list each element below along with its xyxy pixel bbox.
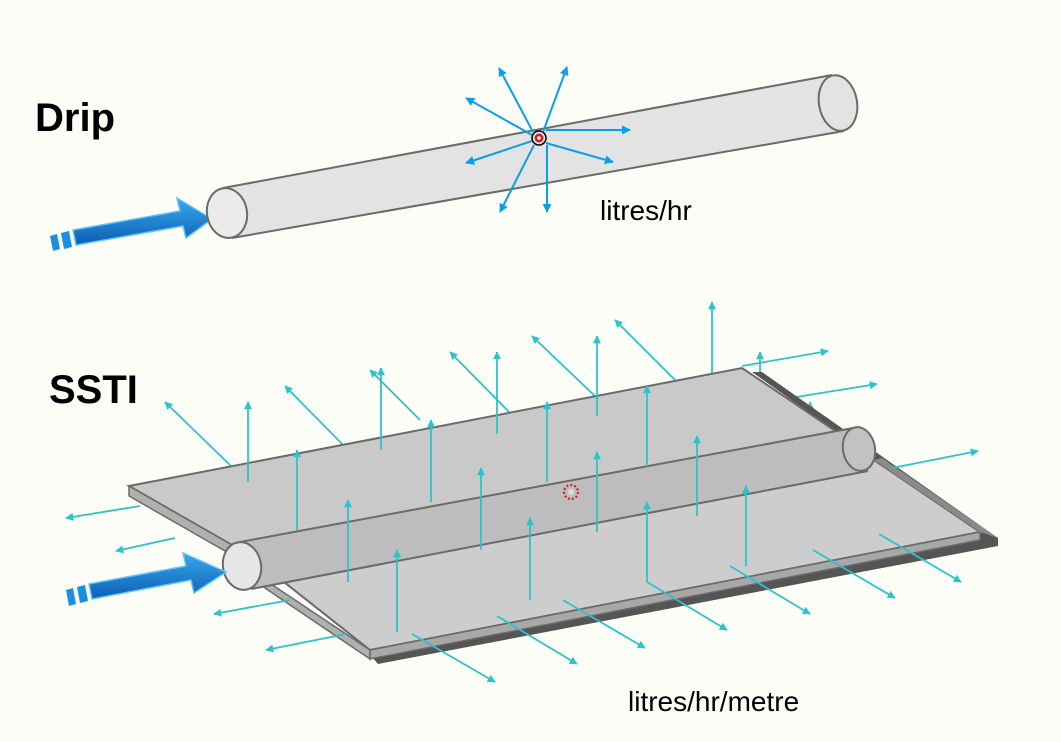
ssti-flow-arrow xyxy=(891,448,979,469)
ssti-flow-arrow xyxy=(789,381,878,399)
drip-flow-arrow xyxy=(499,144,535,213)
drip-flow-arrow xyxy=(465,140,533,165)
drip-flow-arrows xyxy=(465,66,631,213)
drip-flow-arrow xyxy=(542,66,569,133)
drip-flow-arrow xyxy=(545,142,614,165)
drip-section xyxy=(50,66,859,251)
drip-title: Drip xyxy=(35,96,115,140)
ssti-flow-arrow xyxy=(411,633,496,683)
ssti-emitter-icon xyxy=(562,483,580,501)
ssti-flow-arrow xyxy=(496,615,578,665)
ssti-section xyxy=(65,301,998,683)
ssti-flow-arrow xyxy=(646,581,728,631)
drip-flow-arrow xyxy=(465,97,533,136)
ssti-flow-arrow xyxy=(531,335,598,399)
ssti-flow-arrows-front xyxy=(213,335,979,683)
ssti-flow-arrow xyxy=(614,319,680,385)
ssti-flow-arrow xyxy=(213,599,291,617)
drip-pipe xyxy=(205,74,859,239)
drip-unit-label: litres/hr xyxy=(600,195,692,226)
ssti-unit-label: litres/hr/metre xyxy=(628,686,800,717)
ssti-flow-arrow xyxy=(562,599,646,649)
ssti-flow-arrow xyxy=(449,351,516,419)
ssti-flow-arrows-back xyxy=(65,301,878,554)
ssti-flow-arrow xyxy=(284,385,349,451)
ssti-flow-arrow xyxy=(729,565,811,615)
ssti-flow-arrow xyxy=(265,633,347,653)
ssti-flow-arrow xyxy=(369,369,421,421)
ssti-flow-arrow xyxy=(164,401,232,467)
drip-emitter-icon xyxy=(531,130,547,146)
ssti-pipe xyxy=(221,426,877,591)
ssti-flow-arrow xyxy=(878,533,962,583)
drip-flow-arrow xyxy=(498,67,534,133)
ssti-flow-arrow xyxy=(741,348,829,367)
ssti-inflow-arrow-icon xyxy=(66,551,228,606)
drip-inflow-arrow-icon xyxy=(50,196,214,251)
ssti-flow-arrow xyxy=(115,537,176,554)
ssti-flow-arrow xyxy=(65,505,141,521)
ssti-flow-arrow xyxy=(812,549,896,599)
ssti-title: SSTI xyxy=(49,368,138,412)
